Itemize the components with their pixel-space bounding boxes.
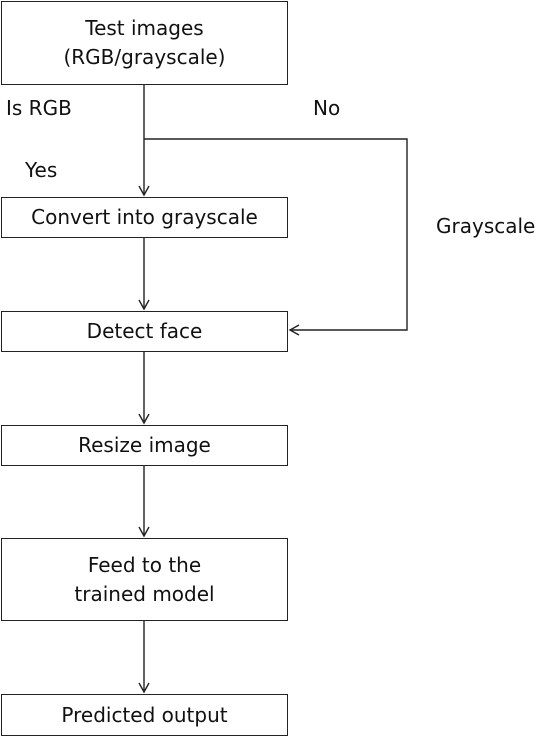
node-detect-face-label: Detect face bbox=[86, 319, 203, 343]
node-feed-trained-model: Feed to the trained model bbox=[1, 538, 288, 621]
label-no: No bbox=[313, 96, 341, 120]
label-yes: Yes bbox=[25, 158, 58, 182]
node-resize-image: Resize image bbox=[1, 425, 288, 466]
node-detect-face: Detect face bbox=[1, 311, 288, 352]
arrow-no-branch-to-detect-face bbox=[144, 138, 408, 336]
node-convert-grayscale-label: Convert into grayscale bbox=[31, 205, 258, 229]
node-predicted-output: Predicted output bbox=[1, 694, 288, 736]
node-test-images-label: Test images (RGB/grayscale) bbox=[63, 16, 226, 69]
node-convert-grayscale: Convert into grayscale bbox=[1, 197, 288, 238]
label-grayscale: Grayscale bbox=[436, 214, 536, 238]
node-test-images: Test images (RGB/grayscale) bbox=[1, 1, 288, 85]
node-predicted-output-label: Predicted output bbox=[61, 702, 228, 727]
node-feed-trained-model-label: Feed to the trained model bbox=[74, 552, 215, 606]
label-is-rgb: Is RGB bbox=[6, 96, 72, 120]
node-resize-image-label: Resize image bbox=[78, 433, 211, 457]
